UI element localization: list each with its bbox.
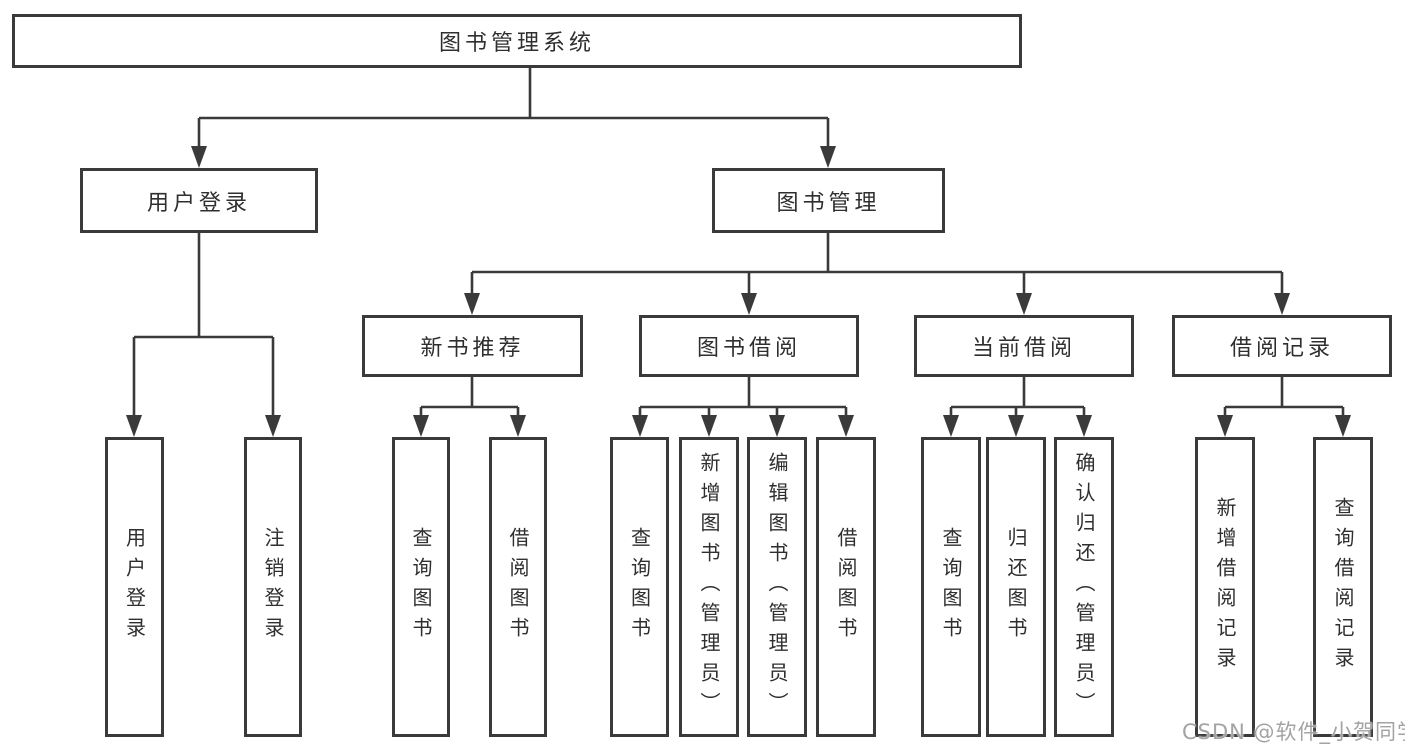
node-root: 图书管理系统 [12,14,1022,68]
arrow-down-icon [1217,415,1233,437]
leaf-return-book: 归还图书 [986,437,1046,737]
node-label: 查询图书 [627,527,652,647]
node-label: 用户登录 [122,527,147,647]
node-label: 图书借阅 [696,336,801,361]
node-label: 新增图书（管理员） [697,452,721,722]
node-borrow-records: 借阅记录 [1172,315,1392,377]
arrow-down-icon [464,293,480,315]
connector-new-book-group [413,377,526,437]
arrow-down-icon [510,415,526,437]
arrow-down-icon [1076,415,1092,437]
connector-root-to-level2 [191,68,836,168]
node-book-borrow: 图书借阅 [639,315,859,377]
node-label: 归还图书 [1004,527,1028,647]
node-label: 新书推荐 [420,336,525,361]
csdn-watermark: CSDN @软件_小贺同学 [1182,720,1405,744]
arrow-down-icon [632,415,648,437]
leaf-borrow-book-2: 借阅图书 [816,437,876,737]
leaf-user-login: 用户登录 [105,437,164,737]
node-label: 确认归还（管理员） [1072,452,1096,722]
arrow-down-icon [265,415,281,437]
connector-book-management-to-level3 [464,233,1290,315]
leaf-add-book-admin: 新增图书（管理员） [679,437,739,737]
connector-current-borrow-group [943,377,1092,437]
leaf-query-book-3: 查询图书 [921,437,981,737]
node-label: 用户登录 [146,190,251,216]
arrow-down-icon [943,415,959,437]
leaf-edit-book-admin: 编辑图书（管理员） [747,437,807,737]
arrow-down-icon [413,415,429,437]
node-label: 查询图书 [409,527,433,647]
leaf-query-book-1: 查询图书 [392,437,450,737]
arrow-down-icon [191,146,207,168]
arrow-down-icon [126,415,142,437]
node-label: 借阅图书 [506,527,530,647]
node-label: 借阅记录 [1229,336,1334,361]
node-new-book-recommend: 新书推荐 [362,315,583,377]
node-label: 编辑图书（管理员） [765,452,789,722]
arrow-down-icon [1335,415,1351,437]
node-label: 查询借阅记录 [1331,497,1355,677]
leaf-query-borrow-record: 查询借阅记录 [1313,437,1373,737]
node-book-management: 图书管理 [712,168,945,233]
leaf-logout: 注销登录 [244,437,302,737]
connector-borrow-records-group [1217,377,1351,437]
arrow-down-icon [769,415,785,437]
connector-book-borrow-group [632,377,854,437]
node-label: 图书管理 [776,190,881,216]
node-label: 新增借阅记录 [1213,497,1237,677]
node-user-login: 用户登录 [80,168,318,233]
node-label: 当前借阅 [971,336,1076,361]
arrow-down-icon [1008,415,1024,437]
leaf-query-book-2: 查询图书 [610,437,669,737]
arrow-down-icon [1016,293,1032,315]
node-label: 图书管理系统 [438,31,595,56]
arrow-down-icon [1274,293,1290,315]
node-label: 查询图书 [939,527,963,647]
leaf-confirm-return-admin: 确认归还（管理员） [1054,437,1114,737]
arrow-down-icon [701,415,717,437]
connector-user-login-group [126,233,281,437]
leaf-borrow-book-1: 借阅图书 [489,437,547,737]
node-label: 注销登录 [261,527,285,647]
arrow-down-icon [741,293,757,315]
arrow-down-icon [820,146,836,168]
arrow-down-icon [838,415,854,437]
leaf-add-borrow-record: 新增借阅记录 [1195,437,1255,737]
node-label: 借阅图书 [834,527,858,647]
node-current-borrow: 当前借阅 [914,315,1134,377]
